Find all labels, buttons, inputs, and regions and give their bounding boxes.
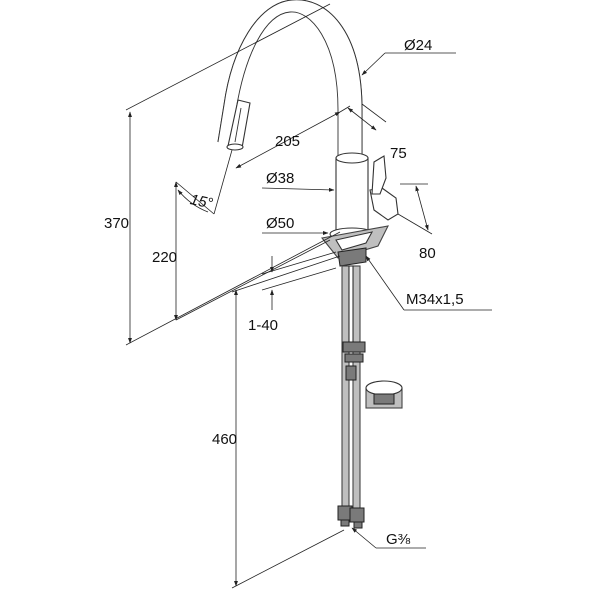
label-75: 75	[390, 145, 407, 162]
label-1-40: 1-40	[248, 317, 278, 334]
label-diameter-50: Ø50	[266, 215, 294, 232]
hose-right	[352, 265, 361, 517]
lever-stem	[371, 155, 387, 195]
dimension-lines	[125, 3, 492, 589]
label-370: 370	[104, 215, 129, 232]
connector-right	[349, 507, 365, 523]
label-thread-m34: M34x1,5	[406, 291, 464, 308]
label-angle-15: 15°	[189, 191, 215, 212]
hose-fitting-upper	[342, 341, 366, 353]
spray-nozzle	[226, 143, 244, 151]
label-diameter-24: Ø24	[404, 37, 432, 54]
label-460: 460	[212, 431, 237, 448]
faucet-body	[335, 157, 369, 233]
mounting-nut	[337, 247, 367, 267]
label-80: 80	[419, 245, 436, 262]
label-205: 205	[275, 133, 300, 150]
label-thread-g38: G⅜	[386, 531, 411, 548]
hose-weight	[365, 380, 403, 409]
faucet	[217, 0, 403, 529]
label-diameter-38: Ø38	[266, 170, 294, 187]
spout-fill	[218, 0, 362, 158]
dimension-labels: Ø24 205 75 Ø38 15° 370 220 Ø50 80 M34x1,…	[104, 37, 464, 548]
hose-left	[341, 265, 350, 517]
threaded-rod	[348, 265, 354, 347]
label-220: 220	[152, 249, 177, 266]
